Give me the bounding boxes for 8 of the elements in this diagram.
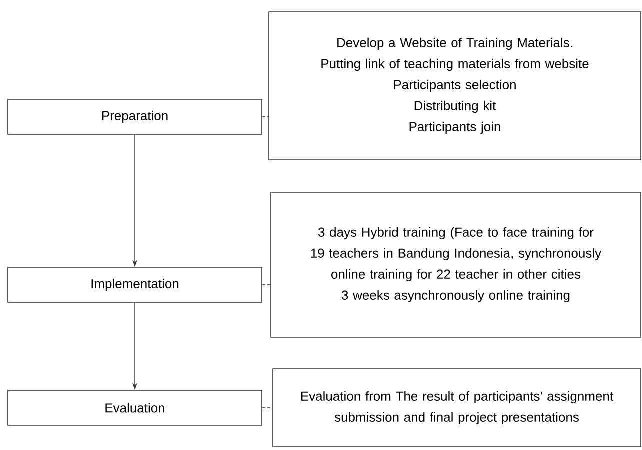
connector-line: [262, 284, 271, 286]
stage-box: Evaluation: [8, 390, 262, 426]
activity-box: Develop a Website of Training Materials. Putting link of teaching materials from website Participants selection Distributing kit Participants join: [268, 12, 642, 160]
stage-box: Preparation: [8, 99, 262, 135]
connector-line: [262, 116, 269, 118]
activity-box: Evaluation from The result of participants' assignment submission and final project presentations: [272, 368, 642, 448]
activity-box: 3 days Hybrid training (Face to face training for 19 teachers in Bandung Indonesia, synchronously online training for 22 teacher in other cities 3 weeks asynchronously online training: [270, 192, 642, 338]
stage-box: Implementation: [8, 267, 262, 303]
